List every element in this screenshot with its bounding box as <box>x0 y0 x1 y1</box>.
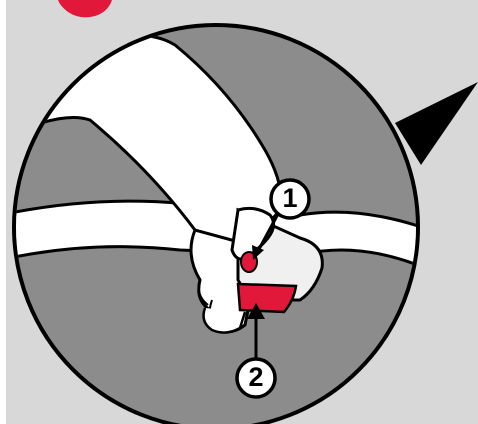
callout-1-label: 1 <box>282 183 297 213</box>
fingertips-icon <box>204 308 245 333</box>
red-release-button <box>238 284 296 312</box>
callout-2-label: 2 <box>248 362 263 392</box>
